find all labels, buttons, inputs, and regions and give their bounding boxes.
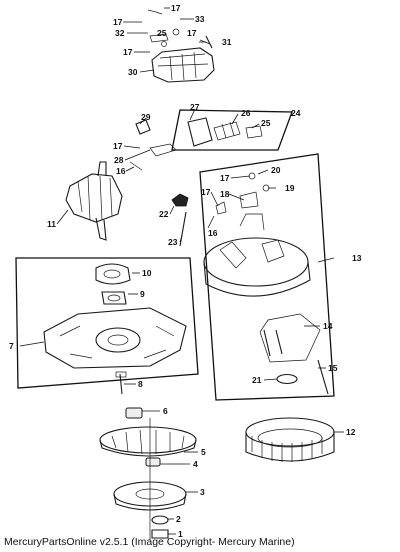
callout-30: 30 — [128, 67, 138, 77]
callout-16: 16 — [208, 228, 218, 238]
callout-17: 17 — [113, 17, 123, 27]
callout-9: 9 — [140, 289, 145, 299]
callout-26: 26 — [241, 108, 251, 118]
callout-19: 19 — [285, 183, 295, 193]
callout-16: 16 — [116, 166, 126, 176]
callout-15: 15 — [328, 363, 338, 373]
callout-17: 17 — [123, 47, 133, 57]
callout-10: 10 — [142, 268, 152, 278]
callout-21: 21 — [252, 375, 262, 385]
callout-20: 20 — [271, 165, 281, 175]
callout-29: 29 — [141, 112, 151, 122]
leader-lines — [19, 7, 344, 535]
callout-4: 4 — [193, 459, 198, 469]
copyright-caption: MercuryPartsOnline v2.5.1 (Image Copyrig… — [4, 536, 295, 548]
brush-holder-group — [129, 109, 293, 171]
callout-25: 25 — [157, 28, 167, 38]
callout-25: 25 — [261, 118, 271, 128]
callout-12: 12 — [346, 427, 356, 437]
front-housing-group — [15, 257, 199, 395]
callout-17: 17 — [187, 28, 197, 38]
rotor — [65, 161, 123, 241]
callout-13: 13 — [352, 253, 362, 263]
callout-1: 1 — [178, 529, 183, 539]
callout-17: 17 — [201, 187, 211, 197]
callout-27: 27 — [190, 102, 200, 112]
regulator-cover-assembly — [147, 9, 215, 83]
callout-33: 33 — [195, 14, 205, 24]
callout-5: 5 — [201, 447, 206, 457]
callout-17: 17 — [113, 141, 123, 151]
callout-7: 7 — [9, 341, 14, 351]
callout-17: 17 — [220, 173, 230, 183]
callout-17: 17 — [171, 3, 181, 13]
callout-6: 6 — [163, 406, 168, 416]
callout-31: 31 — [222, 37, 232, 47]
stator — [245, 417, 335, 462]
callout-18: 18 — [220, 189, 230, 199]
callout-14: 14 — [323, 321, 333, 331]
callout-8: 8 — [138, 379, 143, 389]
callout-11: 11 — [47, 219, 56, 229]
callout-2: 2 — [176, 514, 181, 524]
callout-32: 32 — [115, 28, 125, 38]
callout-22: 22 — [159, 209, 169, 219]
callout-23: 23 — [168, 237, 178, 247]
callout-3: 3 — [200, 487, 205, 497]
callout-labels: 17 33 17 32 25 17 31 17 30 29 27 26 24 2… — [9, 3, 362, 539]
fan-pulley-stack — [99, 407, 197, 540]
callout-28: 28 — [114, 155, 124, 165]
callout-24: 24 — [291, 108, 301, 118]
small-parts-22-23 — [171, 193, 189, 247]
rear-housing-group — [199, 153, 335, 401]
